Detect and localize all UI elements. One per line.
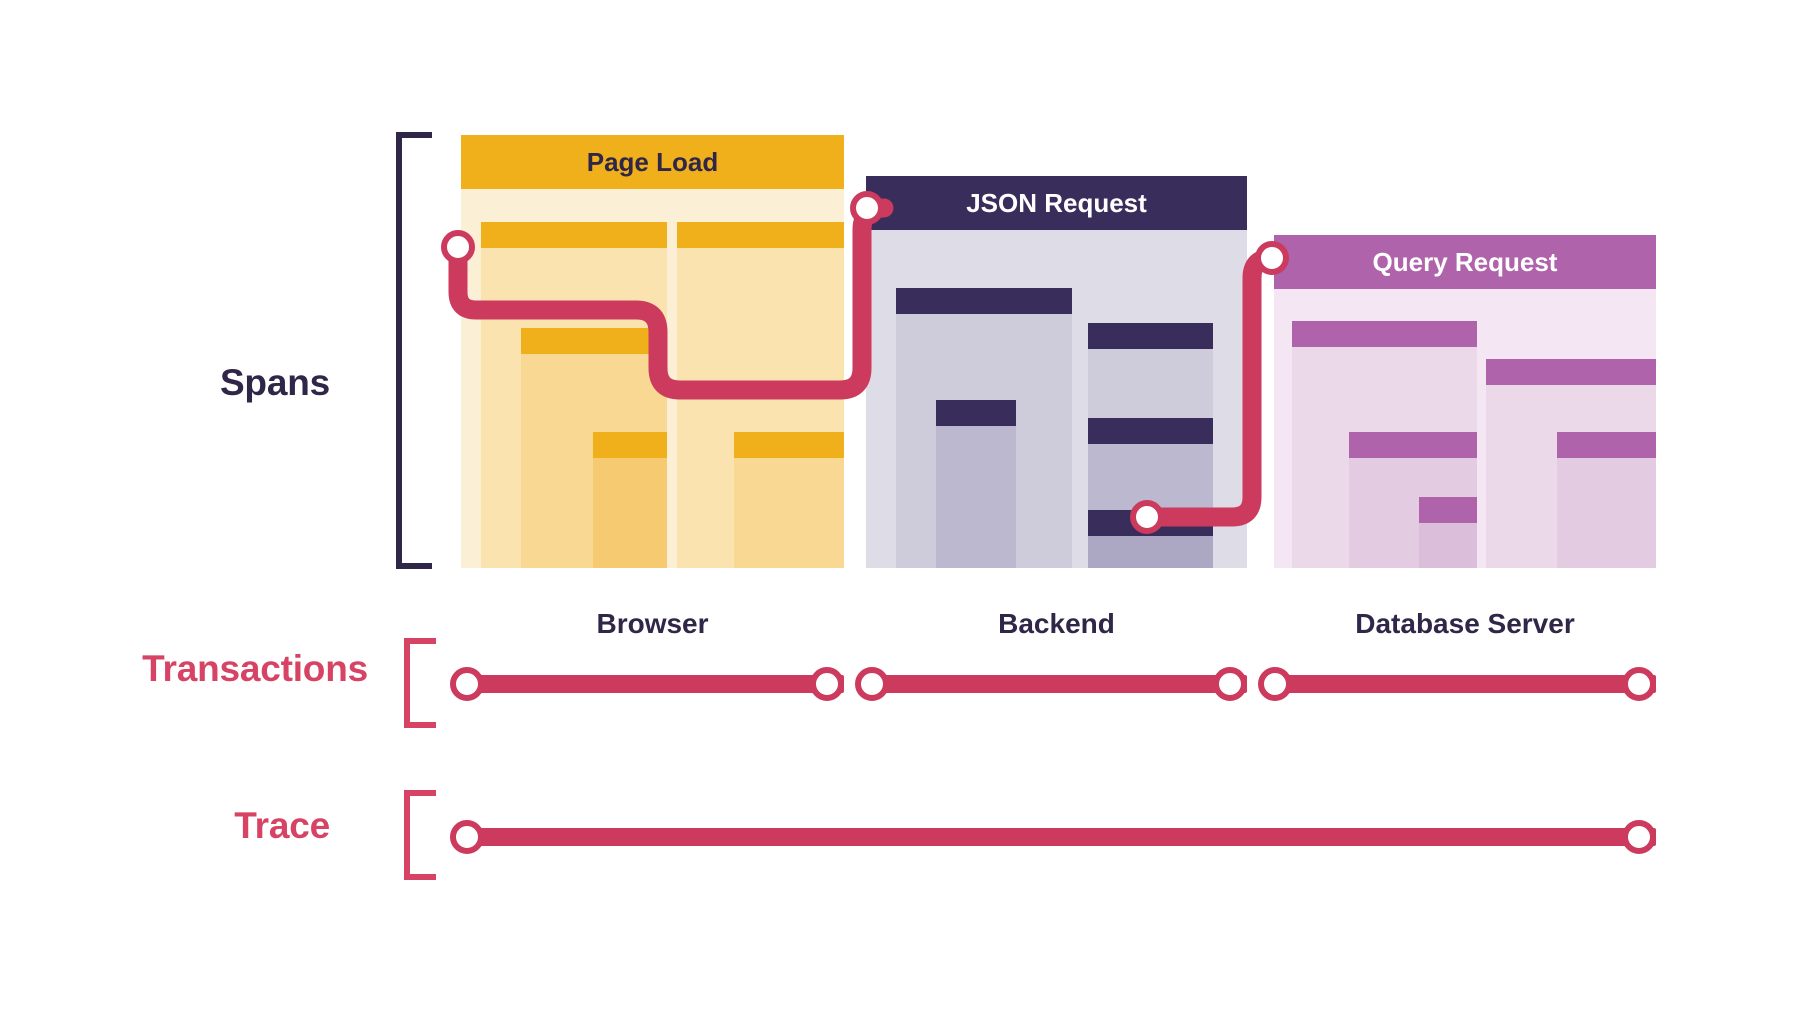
span-cap bbox=[481, 222, 667, 248]
span-cap bbox=[1557, 432, 1656, 458]
transaction-header-json-request[interactable]: JSON Request bbox=[866, 176, 1247, 230]
span-bar[interactable] bbox=[1419, 497, 1477, 568]
span-bar[interactable] bbox=[936, 400, 1016, 568]
connector-node-backend-start[interactable] bbox=[850, 191, 884, 225]
transaction-rail-browser[interactable] bbox=[461, 675, 844, 693]
row-label-spans: Spans bbox=[219, 362, 330, 403]
trace-node-end[interactable] bbox=[1622, 820, 1656, 854]
trace-node-start[interactable] bbox=[450, 820, 484, 854]
span-cap bbox=[521, 328, 667, 354]
span-cap bbox=[1088, 323, 1213, 349]
trace-rail[interactable] bbox=[461, 828, 1656, 846]
transaction-node-browser-start[interactable] bbox=[450, 667, 484, 701]
transaction-rail-database[interactable] bbox=[1274, 675, 1656, 693]
span-cap bbox=[593, 432, 667, 458]
transaction-node-database-start[interactable] bbox=[1258, 667, 1292, 701]
span-bar[interactable] bbox=[734, 432, 844, 568]
connector-node-backend-leaf[interactable] bbox=[1130, 500, 1164, 534]
span-cap bbox=[1486, 359, 1656, 385]
span-cap bbox=[936, 400, 1016, 426]
transaction-header-page-load[interactable]: Page Load bbox=[461, 135, 844, 189]
transaction-node-backend-start[interactable] bbox=[855, 667, 889, 701]
transaction-header-label: Query Request bbox=[1372, 246, 1558, 277]
connector-node-database-start[interactable] bbox=[1255, 241, 1289, 275]
span-cap bbox=[1088, 418, 1213, 444]
span-cap bbox=[1419, 497, 1477, 523]
service-label-browser: Browser bbox=[596, 608, 709, 639]
transaction-header-label: Page Load bbox=[586, 146, 719, 177]
span-cap bbox=[677, 222, 844, 248]
span-tree-database bbox=[1274, 289, 1656, 568]
transaction-header-query-request[interactable]: Query Request bbox=[1274, 235, 1656, 289]
span-cap bbox=[896, 288, 1072, 314]
spans-bracket bbox=[396, 132, 432, 569]
span-cap bbox=[1349, 432, 1477, 458]
row-label-transactions: Transactions bbox=[142, 648, 368, 689]
trace-bracket bbox=[404, 790, 436, 880]
span-bar[interactable] bbox=[593, 432, 667, 568]
transaction-rail-backend[interactable] bbox=[866, 675, 1247, 693]
service-label-database: Database Server bbox=[1355, 608, 1575, 639]
transaction-header-label: JSON Request bbox=[966, 187, 1147, 218]
connector-node-browser-start[interactable] bbox=[441, 230, 475, 264]
transaction-node-backend-end[interactable] bbox=[1213, 667, 1247, 701]
service-label-backend: Backend bbox=[998, 608, 1115, 639]
span-cap bbox=[1292, 321, 1477, 347]
transaction-node-database-end[interactable] bbox=[1622, 667, 1656, 701]
span-cap bbox=[734, 432, 844, 458]
transaction-node-browser-end[interactable] bbox=[810, 667, 844, 701]
span-tree-browser bbox=[461, 189, 844, 568]
span-tree-backend bbox=[866, 230, 1247, 568]
transactions-bracket bbox=[404, 638, 436, 728]
row-label-trace: Trace bbox=[234, 805, 330, 846]
span-bar[interactable] bbox=[1557, 432, 1656, 568]
